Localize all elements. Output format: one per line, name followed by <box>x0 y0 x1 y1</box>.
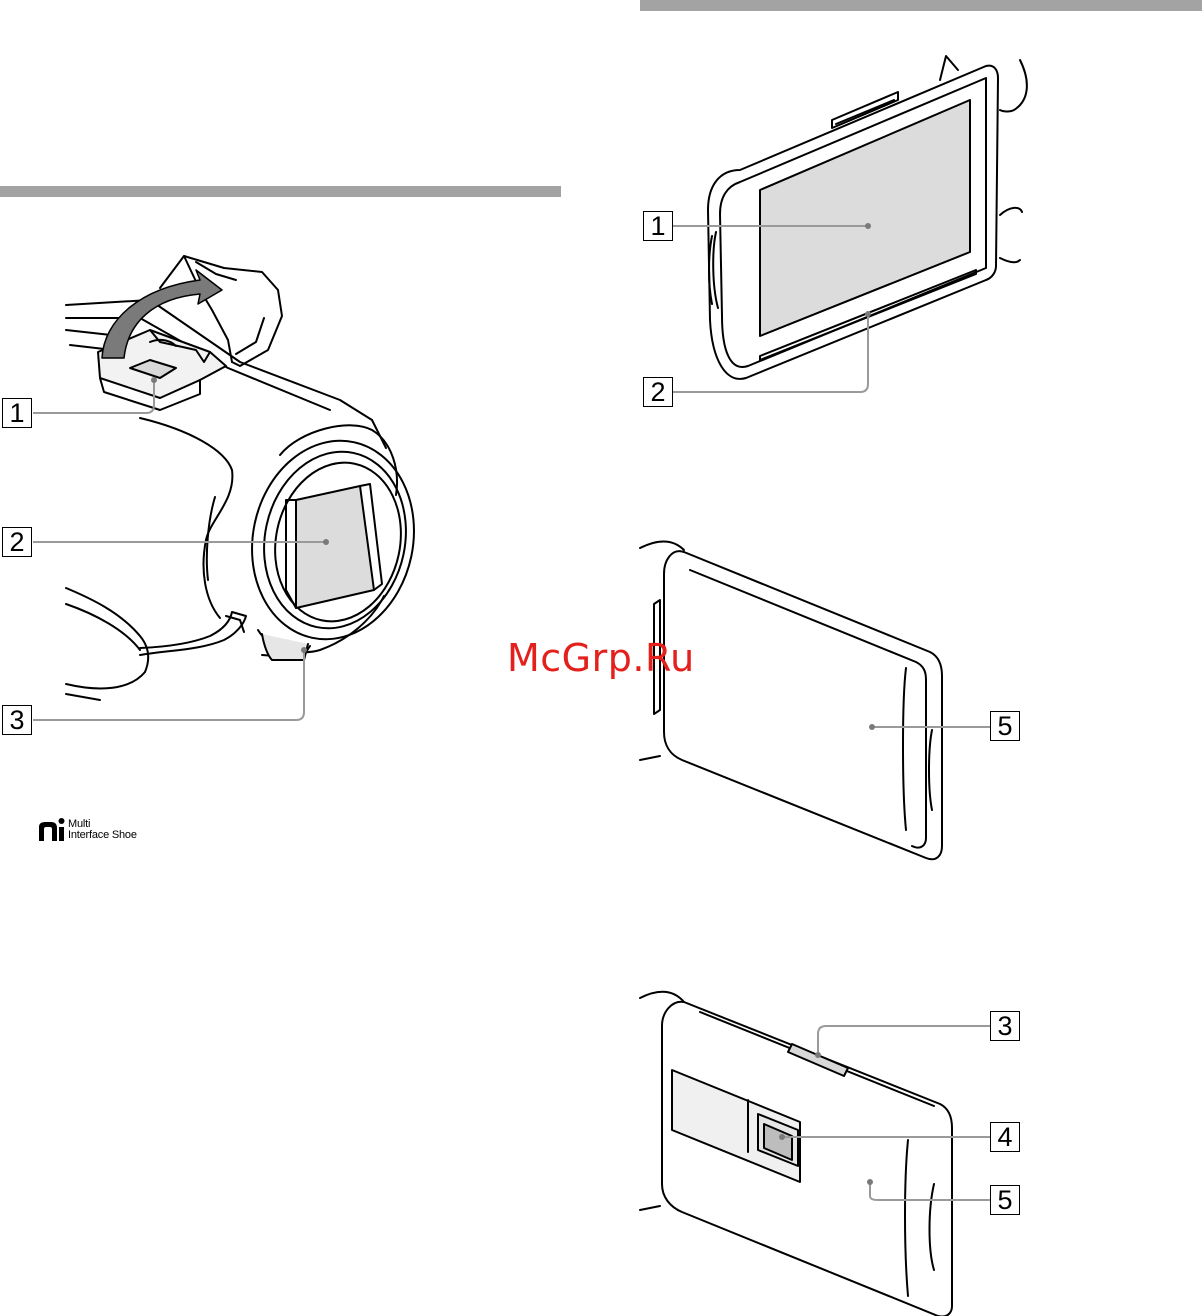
multi-interface-shoe-label: Multi Interface Shoe <box>68 819 137 841</box>
callout-left-1: 1 <box>2 398 32 428</box>
callout-lcd-1: 1 <box>643 211 673 241</box>
callout-projector-3: 3 <box>990 1011 1020 1041</box>
section-rule-left <box>0 186 561 197</box>
camcorder-front-illustration <box>66 256 432 700</box>
callout-closed-5: 5 <box>990 711 1020 741</box>
section-rule-right <box>640 0 1202 11</box>
closed-leader-dots <box>869 724 875 730</box>
callout-projector-5: 5 <box>990 1185 1020 1215</box>
watermark-text: McGrp.Ru <box>507 636 695 680</box>
monitor-closed-illustration <box>640 542 942 860</box>
logo-line-2: Interface Shoe <box>68 830 137 841</box>
projector-illustration <box>640 992 952 1316</box>
multi-interface-shoe-icon <box>38 817 66 843</box>
callout-projector-4: 4 <box>990 1122 1020 1152</box>
callout-left-3: 3 <box>2 705 32 735</box>
callout-left-2: 2 <box>2 527 32 557</box>
callout-lcd-2: 2 <box>643 377 673 407</box>
